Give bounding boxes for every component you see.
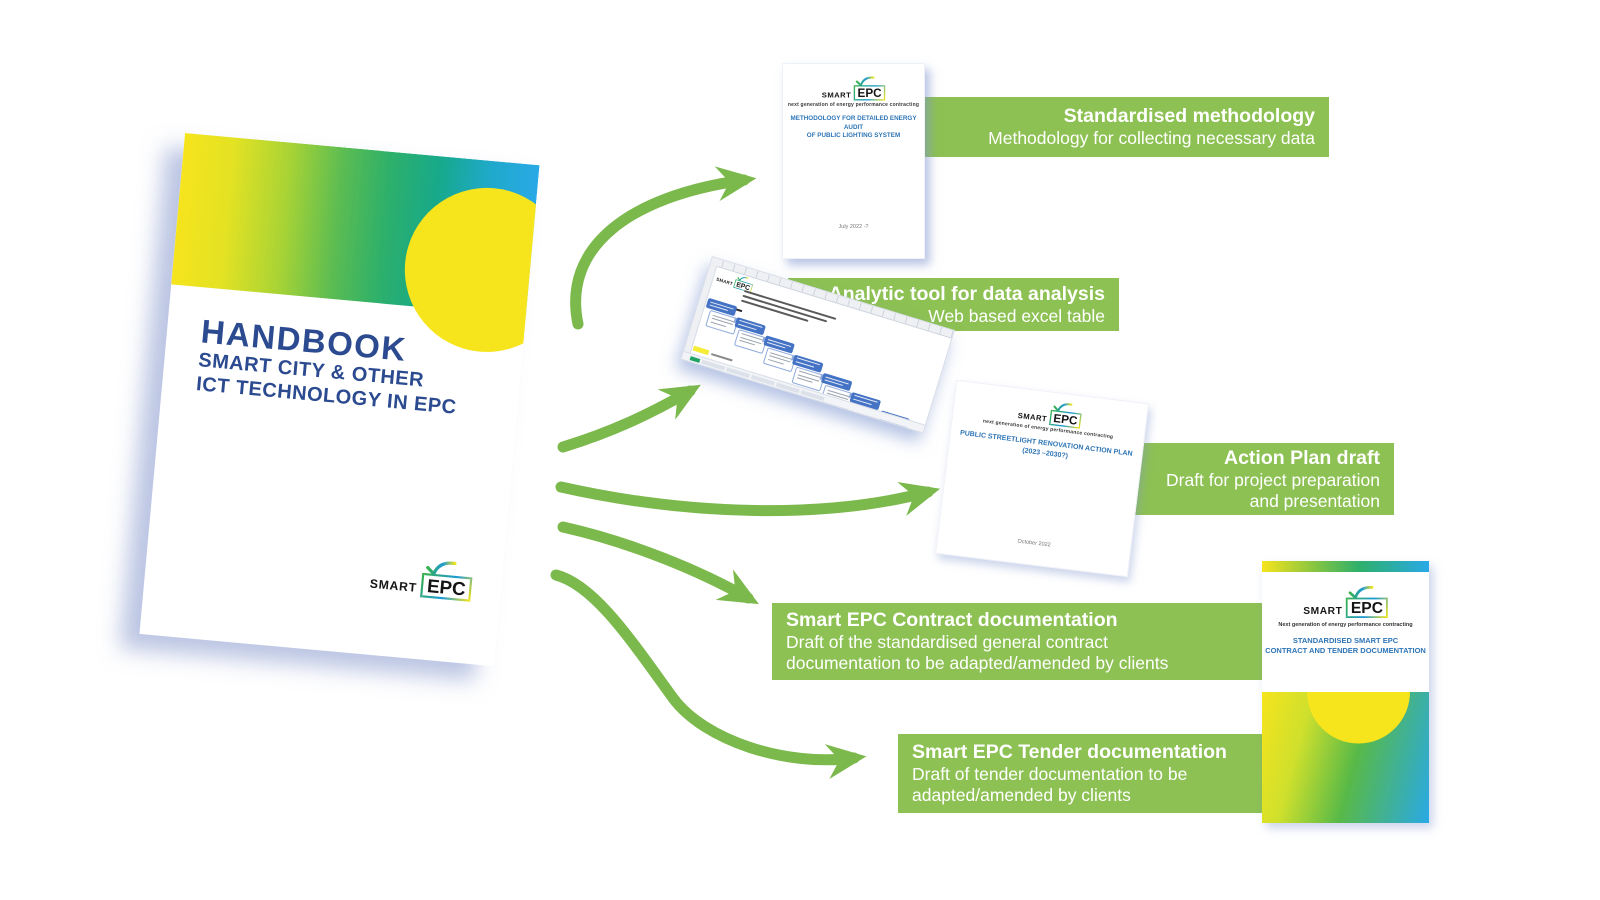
logo-smart-text: SMART <box>715 276 734 287</box>
cover-white-section: SMART EPC Next generation of energy perf… <box>1262 572 1429 692</box>
banner-subtitle-line2: adapted/amended by clients <box>912 785 1131 805</box>
arrow-to-tender-docs <box>550 569 867 779</box>
banner-title: Smart EPC Contract documentation <box>786 609 1118 632</box>
banner-tender-documentation: Smart EPC Tender documentation Draft of … <box>898 734 1280 813</box>
logo-epc-text: EPC <box>853 85 886 101</box>
handbook-cover: HANDBOOK SMART CITY & OTHER ICT TECHNOLO… <box>139 133 540 667</box>
banner-standardised-methodology: Standardised methodology Methodology for… <box>920 97 1329 157</box>
banner-title: Action Plan draft <box>1223 446 1380 469</box>
contract-tender-cover: SMART EPC Next generation of energy perf… <box>1262 561 1429 823</box>
cover-gradient-strip <box>1262 561 1429 572</box>
handbook-title-block: HANDBOOK SMART CITY & OTHER ICT TECHNOLO… <box>195 312 463 420</box>
banner-subtitle-line1: Draft for project preparation <box>1166 469 1380 490</box>
smart-epc-logo: SMART EPC <box>1007 397 1094 429</box>
smart-epc-logo: SMART EPC <box>369 557 473 602</box>
banner-subtitle-line1: Draft of tender documentation to be <box>912 764 1188 785</box>
checkmark-icon <box>737 277 749 282</box>
banner-subtitle: Web based excel table <box>928 305 1105 326</box>
cover-yellow-circle <box>1307 692 1410 744</box>
banner-subtitle-line2: and presentation <box>1249 490 1380 511</box>
banner-contract-documentation: Smart EPC Contract documentation Draft o… <box>772 603 1280 680</box>
banner-subtitle-line1: Draft of the standardised general contra… <box>786 632 1108 653</box>
banner-subtitle-line2: documentation to be adapted/amended by c… <box>786 653 1169 673</box>
banner-subtitle: Methodology for collecting necessary dat… <box>988 128 1315 149</box>
methodology-document: SMART EPC next generation of energy perf… <box>782 63 925 259</box>
logo-epc-text: EPC <box>1049 409 1082 429</box>
doc-tagline: next generation of energy performance co… <box>787 102 920 108</box>
doc-date: October 2022 <box>1017 538 1051 549</box>
action-plan-document: SMART EPC next generation of energy perf… <box>935 379 1149 578</box>
doc-title: METHODOLOGY FOR DETAILED ENERGY AUDIT OF… <box>783 115 924 141</box>
banner-action-plan-draft: Action Plan draft Draft for project prep… <box>1125 443 1394 515</box>
checkmark-icon <box>856 76 875 87</box>
smart-epc-logo: SMART EPC <box>1295 586 1395 619</box>
smart-epc-logo: SMART EPC <box>715 270 754 293</box>
excel-tool-screenshot: SMART EPC <box>680 256 955 434</box>
checkmark-icon <box>1053 403 1073 413</box>
checkmark-icon <box>1348 586 1374 599</box>
cover-tagline: Next generation of energy performance co… <box>1278 622 1413 628</box>
arrow-to-analytic-tool <box>557 384 701 453</box>
logo-smart-text: SMART <box>821 90 852 100</box>
cover-title-line1: STANDARDISED SMART EPC <box>1292 636 1399 645</box>
logo-smart-text: SMART <box>369 577 418 595</box>
sheet-tab-active <box>689 355 701 363</box>
cover-title: STANDARDISED SMART EPC CONTRACT AND TEND… <box>1262 636 1429 656</box>
arrow-to-methodology <box>570 166 757 330</box>
banner-title: Smart EPC Tender documentation <box>912 741 1227 764</box>
logo-epc-text: EPC <box>420 572 473 602</box>
banner-title: Analytic tool for data analysis <box>828 282 1105 305</box>
logo-smart-text: SMART <box>1303 604 1343 617</box>
cover-title-line2: CONTRACT AND TENDER DOCUMENTATION <box>1265 646 1426 656</box>
doc-title-line2: OF PUBLIC LIGHTING SYSTEM <box>806 132 901 139</box>
doc-date: July 2022 -? <box>838 224 869 230</box>
sheet-text-line <box>742 294 828 323</box>
banner-title: Standardised methodology <box>1063 105 1315 128</box>
arrow-to-contract-docs <box>557 521 759 605</box>
checkmark-icon <box>426 561 457 577</box>
arrow-to-action-plan <box>555 481 941 517</box>
smart-epc-logo: SMART EPC <box>822 76 886 101</box>
logo-epc-text: EPC <box>1346 597 1388 619</box>
doc-title-line1: METHODOLOGY FOR DETAILED ENERGY AUDIT <box>790 115 917 131</box>
cover-gradient-block <box>1262 692 1429 823</box>
